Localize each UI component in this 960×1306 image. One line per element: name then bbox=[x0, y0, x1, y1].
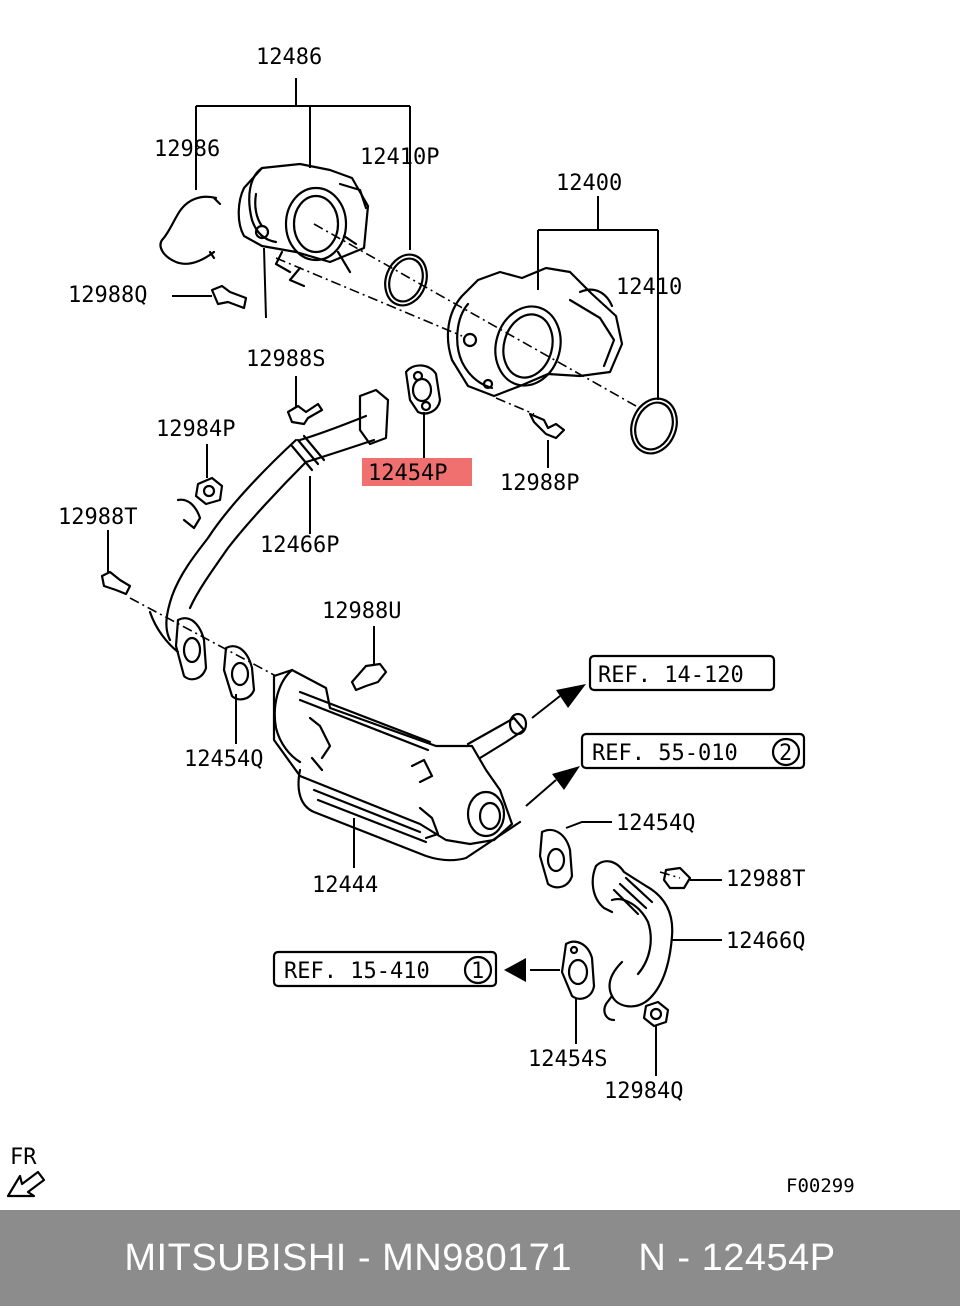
throttle-body-assembly bbox=[237, 162, 370, 288]
throttle-body-12400 bbox=[446, 266, 624, 398]
label-12466P: 12466P bbox=[260, 533, 339, 558]
label-12988P: 12988P bbox=[500, 471, 579, 496]
pipe-12466P bbox=[148, 388, 390, 654]
label-12486: 12486 bbox=[256, 45, 322, 70]
ref-box-14-120: REF. 14-120 bbox=[588, 654, 776, 692]
footer-bar: MITSUBISHI - MN980171 N - 12454P bbox=[0, 1210, 960, 1306]
ref-label-14-120: REF. 14-120 bbox=[598, 663, 744, 688]
o-ring-12410 bbox=[630, 397, 678, 455]
label-12410P: 12410P bbox=[360, 145, 439, 170]
label-12410: 12410 bbox=[616, 275, 682, 300]
label-12988T-right: 12988T bbox=[726, 867, 805, 892]
label-12988T-top: 12988T bbox=[58, 505, 137, 530]
part-labels: 12486 12986 12410P 12400 12410 12988Q 12… bbox=[58, 45, 805, 1104]
ref-circle-1: 1 bbox=[471, 959, 484, 984]
ref-label-15-410: REF. 15-410 bbox=[284, 959, 430, 984]
fr-label: FR bbox=[10, 1145, 37, 1170]
label-12988U: 12988U bbox=[322, 599, 401, 624]
ref-box-55-010: REF. 55-010 2 bbox=[580, 732, 806, 770]
label-12988S: 12988S bbox=[246, 347, 325, 372]
label-12984Q: 12984Q bbox=[604, 1079, 683, 1104]
label-12444: 12444 bbox=[312, 873, 378, 898]
o-ring-12410P bbox=[384, 253, 428, 307]
pipe-12466Q bbox=[591, 860, 674, 1022]
clip-12986 bbox=[159, 195, 222, 265]
label-12466Q: 12466Q bbox=[726, 929, 805, 954]
figure-code: F00299 bbox=[786, 1175, 855, 1197]
label-12400: 12400 bbox=[556, 171, 622, 196]
label-12454S: 12454S bbox=[528, 1047, 607, 1072]
ref-label-55-010: REF. 55-010 bbox=[592, 741, 738, 766]
parts-diagram: 12486 12986 12410P 12400 12410 12988Q 12… bbox=[6, 45, 855, 1198]
gasket-12454P bbox=[404, 364, 442, 415]
gaskets-12454Q bbox=[174, 617, 574, 889]
label-12454Q-left: 12454Q bbox=[184, 747, 263, 772]
egr-cooler-12444 bbox=[272, 668, 528, 862]
fr-arrow-icon bbox=[6, 1170, 46, 1198]
gasket-12454S bbox=[560, 940, 596, 1000]
label-12986: 12986 bbox=[154, 137, 220, 162]
highlight-box bbox=[362, 458, 472, 486]
ref-circle-2: 2 bbox=[779, 741, 792, 766]
ref-box-15-410: REF. 15-410 1 bbox=[272, 950, 498, 988]
label-12984P: 12984P bbox=[156, 417, 235, 442]
footer-part-info: MITSUBISHI - MN980171 N - 12454P bbox=[124, 1236, 836, 1279]
label-12454P: 12454P bbox=[368, 461, 447, 486]
leader-lines bbox=[107, 78, 722, 1076]
label-12454Q-right: 12454Q bbox=[616, 811, 695, 836]
nuts bbox=[194, 476, 670, 1028]
bolts bbox=[100, 284, 692, 890]
label-12988Q: 12988Q bbox=[68, 283, 147, 308]
front-direction-indicator: FR bbox=[6, 1145, 46, 1198]
